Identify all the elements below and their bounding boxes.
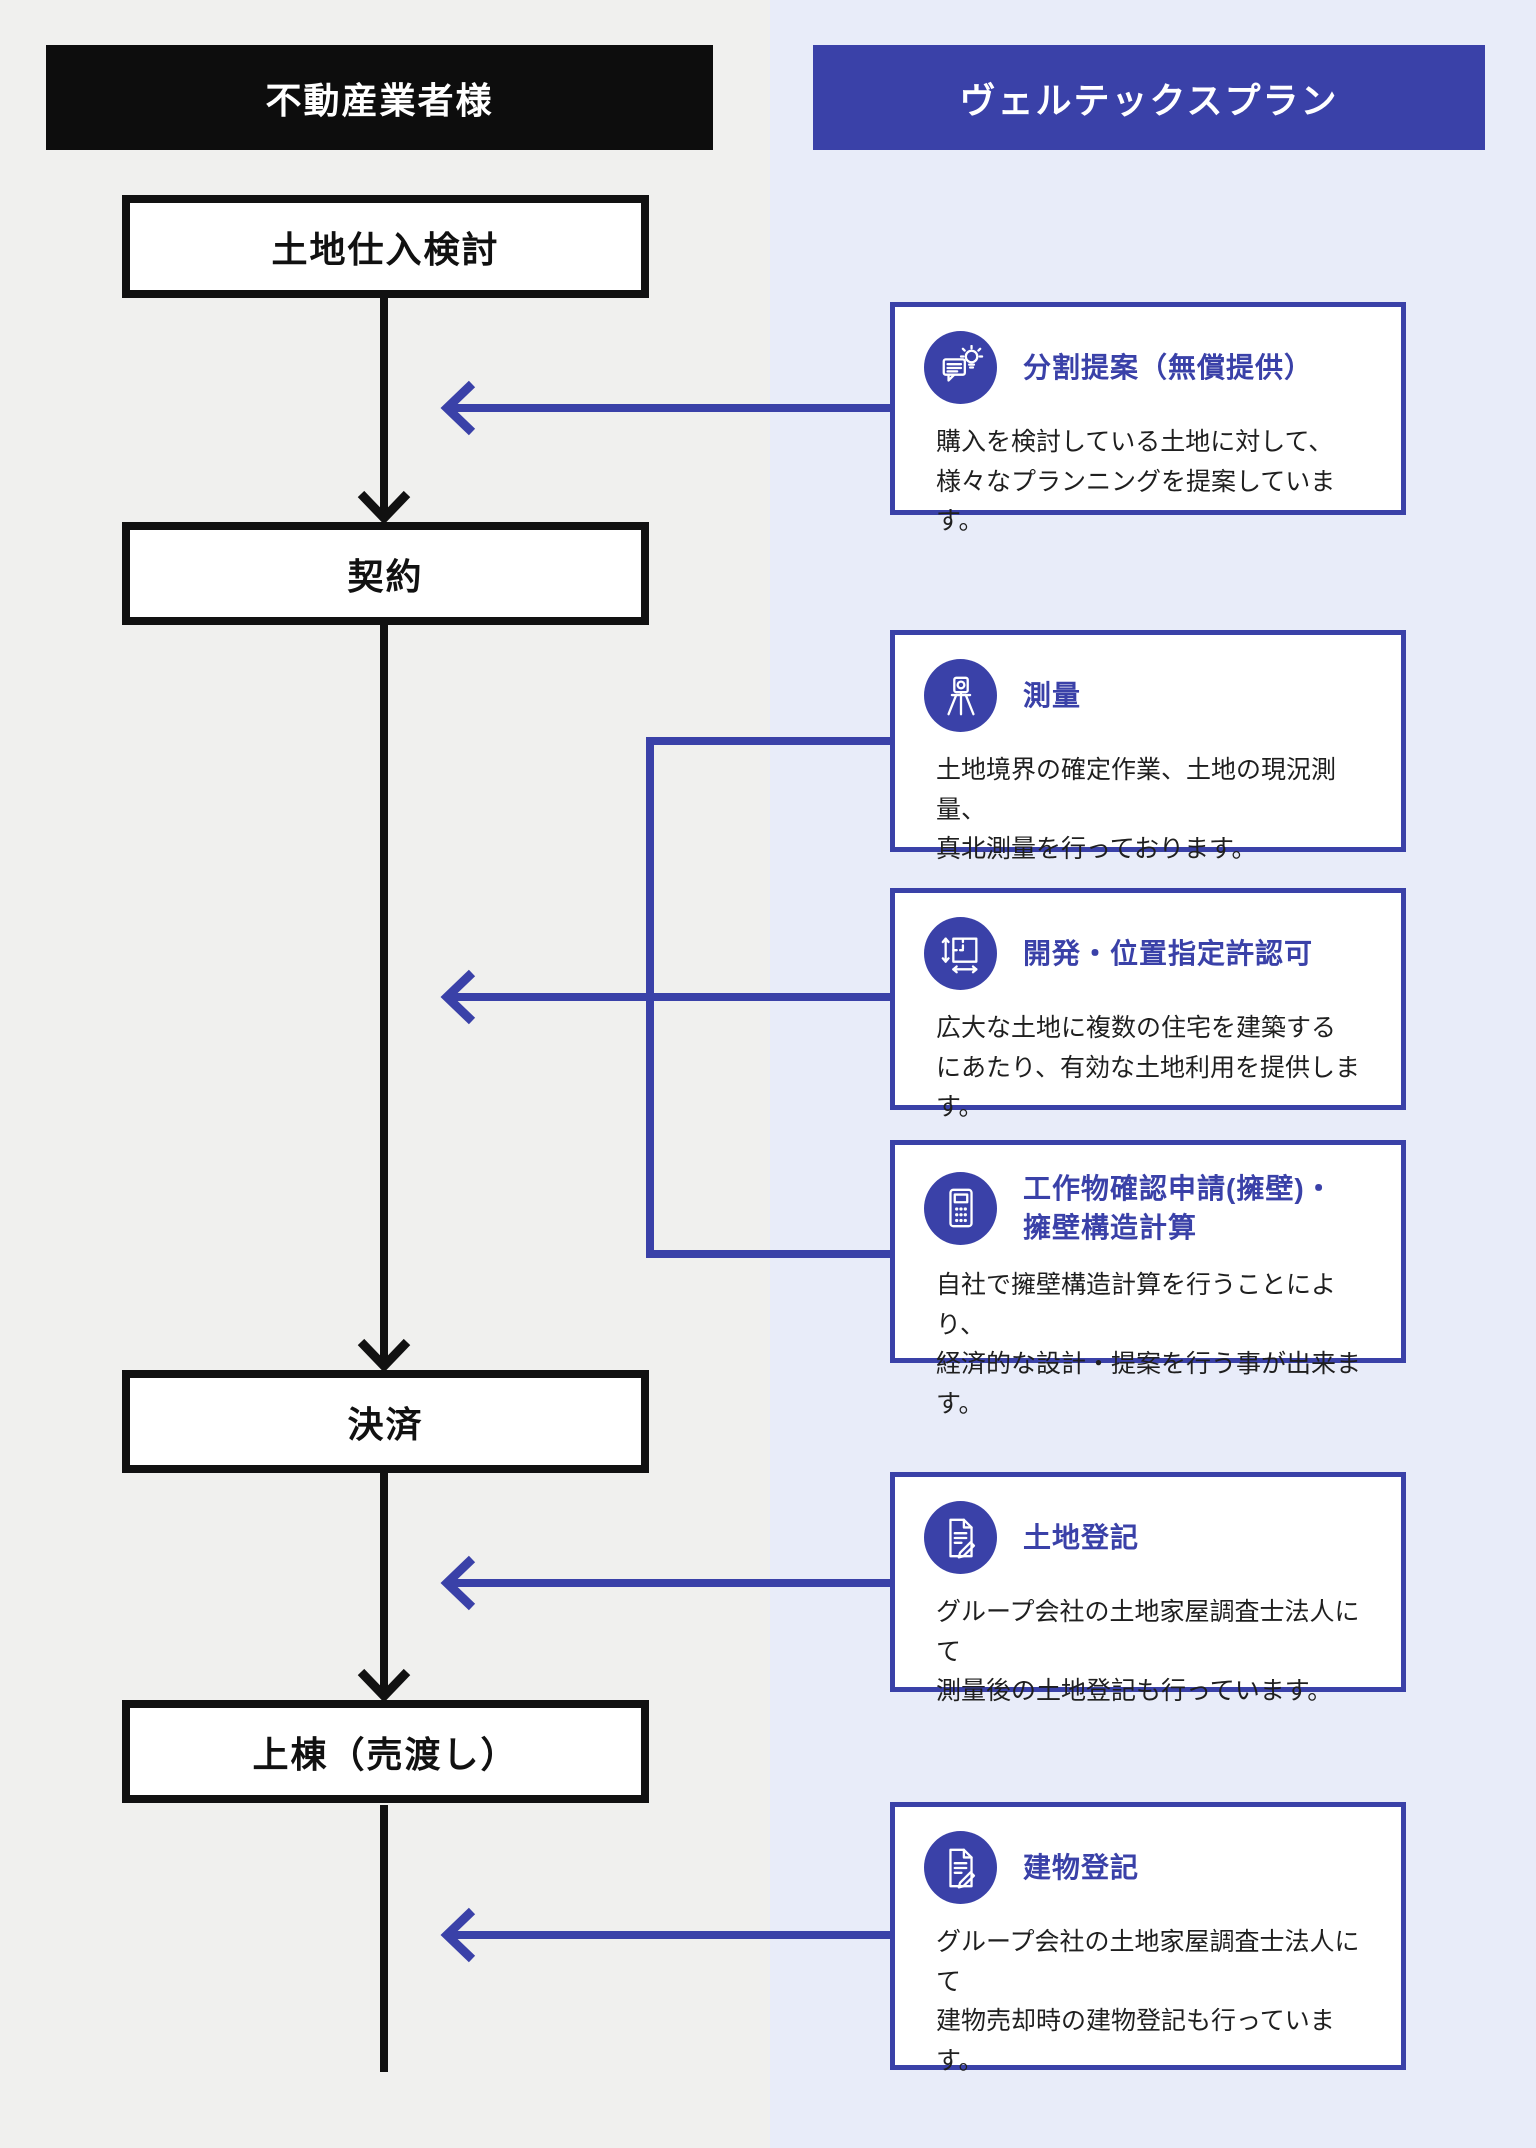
card-header: 測量 xyxy=(924,659,1377,732)
card-retaining-wall-calculation: 工作物確認申請(擁壁)・ 擁壁構造計算 自社で擁壁構造計算を行うことにより、 経… xyxy=(890,1140,1406,1418)
flow-step-land-purchase: 土地仕入検討 xyxy=(122,195,649,298)
card-title: 分割提案（無償提供） xyxy=(1023,351,1314,383)
card-body: 自社で擁壁構造計算を行うことにより、 経済的な設計・提案を行う事が出来ます。 xyxy=(936,1266,1377,1424)
flow-step-contract: 契約 xyxy=(122,522,649,625)
card-title: 建物登記 xyxy=(1023,1851,1140,1883)
card-body: 土地境界の確定作業、土地の現況測量、 真北測量を行っております。 xyxy=(936,751,1377,870)
card-body-line: 様々なプランニングを提案しています。 xyxy=(936,467,1336,536)
card-body-line: 土地境界の確定作業、土地の現況測量、 xyxy=(936,756,1337,824)
card-body-line: 建物売却時の建物登記も行っています。 xyxy=(936,2007,1335,2075)
calculator-icon xyxy=(924,1171,997,1245)
card-body-line: 購入を検討している土地に対して、 xyxy=(936,428,1334,456)
card-title: 土地登記 xyxy=(1023,1521,1140,1553)
card-land-registry: 土地登記 グループ会社の土地家屋調査士法人にて 測量後の土地登記も行っています。 xyxy=(890,1472,1406,1705)
header-realtor-label: 不動産業者様 xyxy=(265,79,494,121)
flow-step-label: 土地仕入検討 xyxy=(271,228,500,270)
proposal-lightbulb-icon xyxy=(924,331,997,404)
card-body-line: 経済的な設計・提案を行う事が出来ます。 xyxy=(936,1350,1362,1418)
card-body-line: グループ会社の土地家屋調査士法人にて xyxy=(936,1598,1360,1666)
card-header: 開発・位置指定許認可 xyxy=(924,917,1377,990)
theodolite-survey-icon xyxy=(924,659,997,732)
card-header: 工作物確認申請(擁壁)・ 擁壁構造計算 xyxy=(924,1169,1377,1247)
flow-step-settlement: 決済 xyxy=(122,1370,649,1473)
card-body-line: にあたり、有効な土地利用を提供します。 xyxy=(936,1053,1361,1122)
card-division-proposal: 分割提案（無償提供） 購入を検討している土地に対して、 様々なプランニングを提案… xyxy=(890,302,1406,535)
card-header: 土地登記 xyxy=(924,1501,1377,1574)
card-title: 工作物確認申請(擁壁)・ 擁壁構造計算 xyxy=(1023,1173,1334,1244)
header-vertexplan-label: ヴェルテックスプラン xyxy=(959,79,1339,121)
card-survey: 測量 土地境界の確定作業、土地の現況測量、 真北測量を行っております。 xyxy=(890,630,1406,863)
card-body: グループ会社の土地家屋調査士法人にて 測量後の土地登記も行っています。 xyxy=(936,1593,1377,1712)
card-body-line: 測量後の土地登記も行っています。 xyxy=(936,1677,1333,1705)
flow-step-label: 決済 xyxy=(347,1403,424,1445)
document-pen-icon xyxy=(924,1501,997,1574)
card-body: グループ会社の土地家屋調査士法人にて 建物売却時の建物登記も行っています。 xyxy=(936,1923,1377,2081)
site-plan-dimensions-icon xyxy=(924,917,997,990)
card-body-line: 真北測量を行っております。 xyxy=(936,835,1257,863)
card-header: 分割提案（無償提供） xyxy=(924,331,1377,404)
card-title: 測量 xyxy=(1023,679,1082,711)
flow-step-label: 契約 xyxy=(347,555,424,597)
card-body-line: グループ会社の土地家屋調査士法人にて xyxy=(936,1928,1360,1996)
card-body: 購入を検討している土地に対して、 様々なプランニングを提案しています。 xyxy=(936,423,1377,542)
card-development-position-permit: 開発・位置指定許認可 広大な土地に複数の住宅を建築する にあたり、有効な土地利用… xyxy=(890,888,1406,1121)
header-realtor: 不動産業者様 xyxy=(46,45,713,150)
header-vertexplan: ヴェルテックスプラン xyxy=(813,45,1485,150)
card-header: 建物登記 xyxy=(924,1831,1377,1904)
flow-step-label: 上棟（売渡し） xyxy=(252,1733,519,1775)
card-building-registry: 建物登記 グループ会社の土地家屋調査士法人にて 建物売却時の建物登記も行っていま… xyxy=(890,1802,1406,2075)
card-body-line: 広大な土地に複数の住宅を建築する xyxy=(936,1014,1337,1042)
card-body-line: 自社で擁壁構造計算を行うことにより、 xyxy=(936,1271,1337,1339)
card-title: 開発・位置指定許認可 xyxy=(1023,937,1314,969)
left-column-background xyxy=(0,0,770,2148)
card-body: 広大な土地に複数の住宅を建築する にあたり、有効な土地利用を提供します。 xyxy=(936,1009,1377,1128)
flow-step-completion-handover: 上棟（売渡し） xyxy=(122,1700,649,1803)
document-pen-icon xyxy=(924,1831,997,1904)
